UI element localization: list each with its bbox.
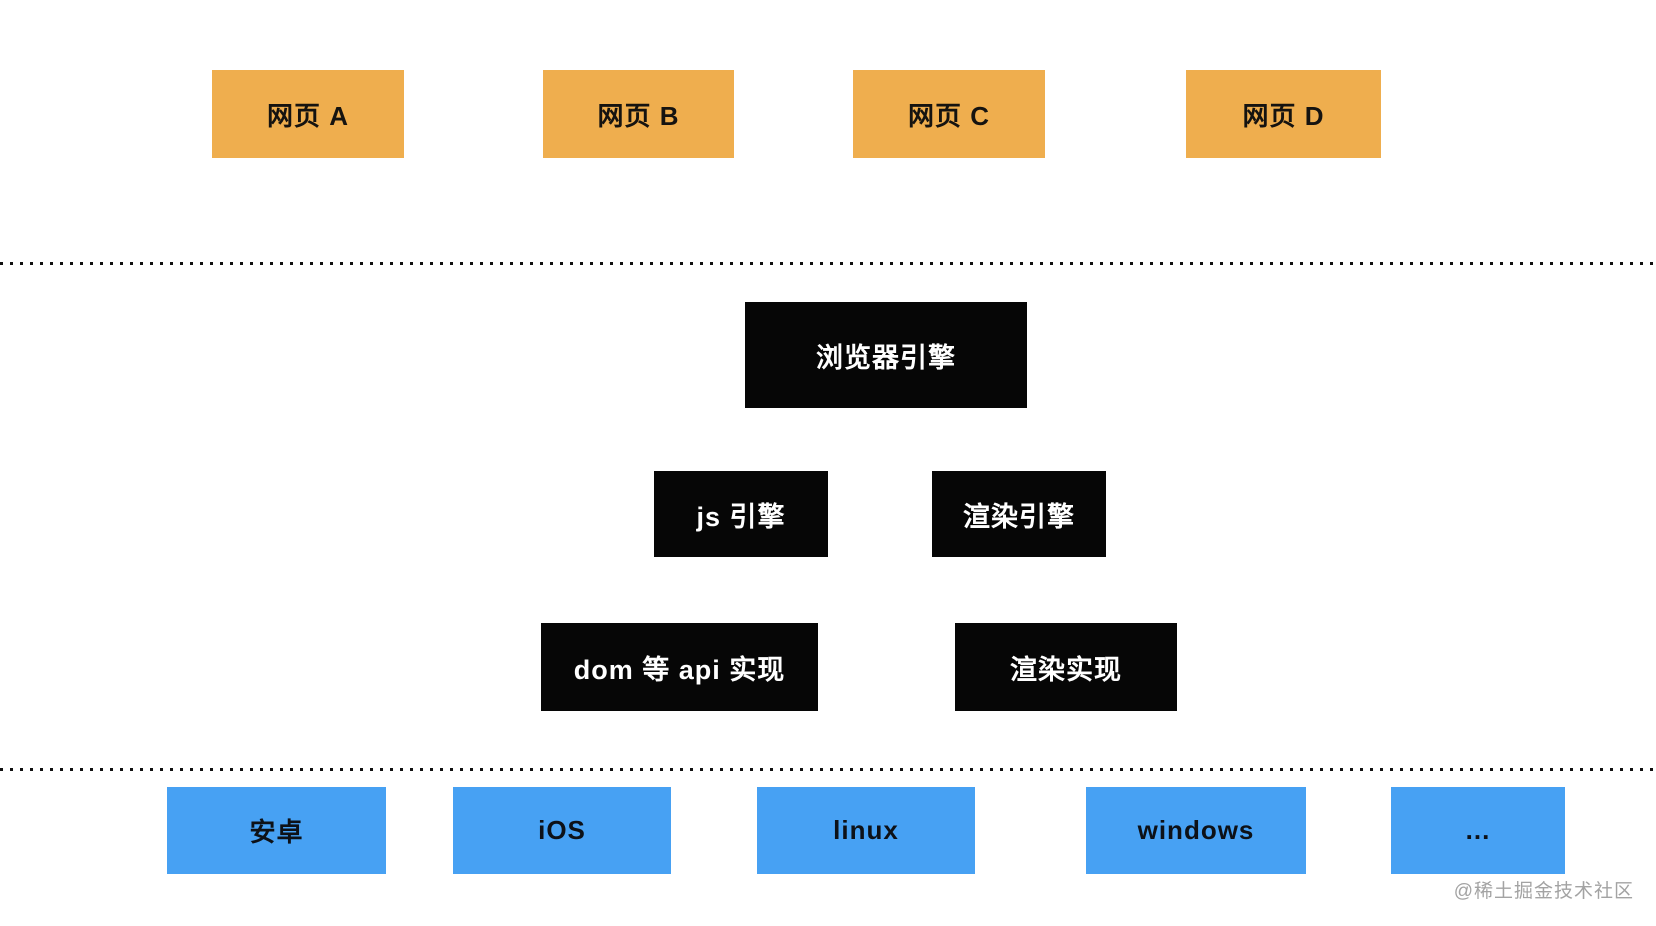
platform-ios-box: iOS	[453, 787, 671, 874]
platform-more-box: ...	[1391, 787, 1565, 874]
platform-windows-box: windows	[1086, 787, 1306, 874]
web-page-b-box: 网页 B	[543, 70, 734, 158]
platform-android-label: 安卓	[249, 817, 304, 847]
rendering-implementation-box: 渲染实现	[955, 623, 1177, 711]
platform-ios-label: iOS	[538, 815, 586, 845]
js-engine-label: js 引擎	[696, 501, 786, 532]
dom-api-implementation-box: dom 等 api 实现	[541, 623, 818, 711]
platform-linux-label: linux	[833, 815, 899, 845]
browser-engine-box: 浏览器引擎	[745, 302, 1027, 408]
web-page-a-box: 网页 A	[212, 70, 404, 158]
dotted-separator-bottom	[0, 768, 1656, 771]
web-page-d-label: 网页 D	[1242, 100, 1325, 131]
web-page-a-label: 网页 A	[266, 100, 349, 131]
rendering-engine-box: 渲染引擎	[932, 471, 1106, 557]
web-page-b-label: 网页 B	[597, 100, 680, 131]
dom-api-implementation-label: dom 等 api 实现	[573, 654, 786, 685]
watermark: @稀土掘金技术社区	[1453, 881, 1634, 902]
js-engine-box: js 引擎	[654, 471, 828, 557]
platform-android-box: 安卓	[167, 787, 386, 874]
rendering-implementation-label: 渲染实现	[1010, 654, 1122, 685]
platform-windows-label: windows	[1137, 815, 1255, 845]
browser-engine-label: 浏览器引擎	[816, 342, 956, 373]
rendering-engine-label: 渲染引擎	[963, 501, 1075, 532]
web-page-c-box: 网页 C	[853, 70, 1045, 158]
platform-more-label: ...	[1465, 815, 1491, 845]
platform-linux-box: linux	[757, 787, 975, 874]
web-page-c-label: 网页 C	[907, 100, 990, 131]
dotted-separator-top	[0, 262, 1656, 265]
web-page-d-box: 网页 D	[1186, 70, 1381, 158]
